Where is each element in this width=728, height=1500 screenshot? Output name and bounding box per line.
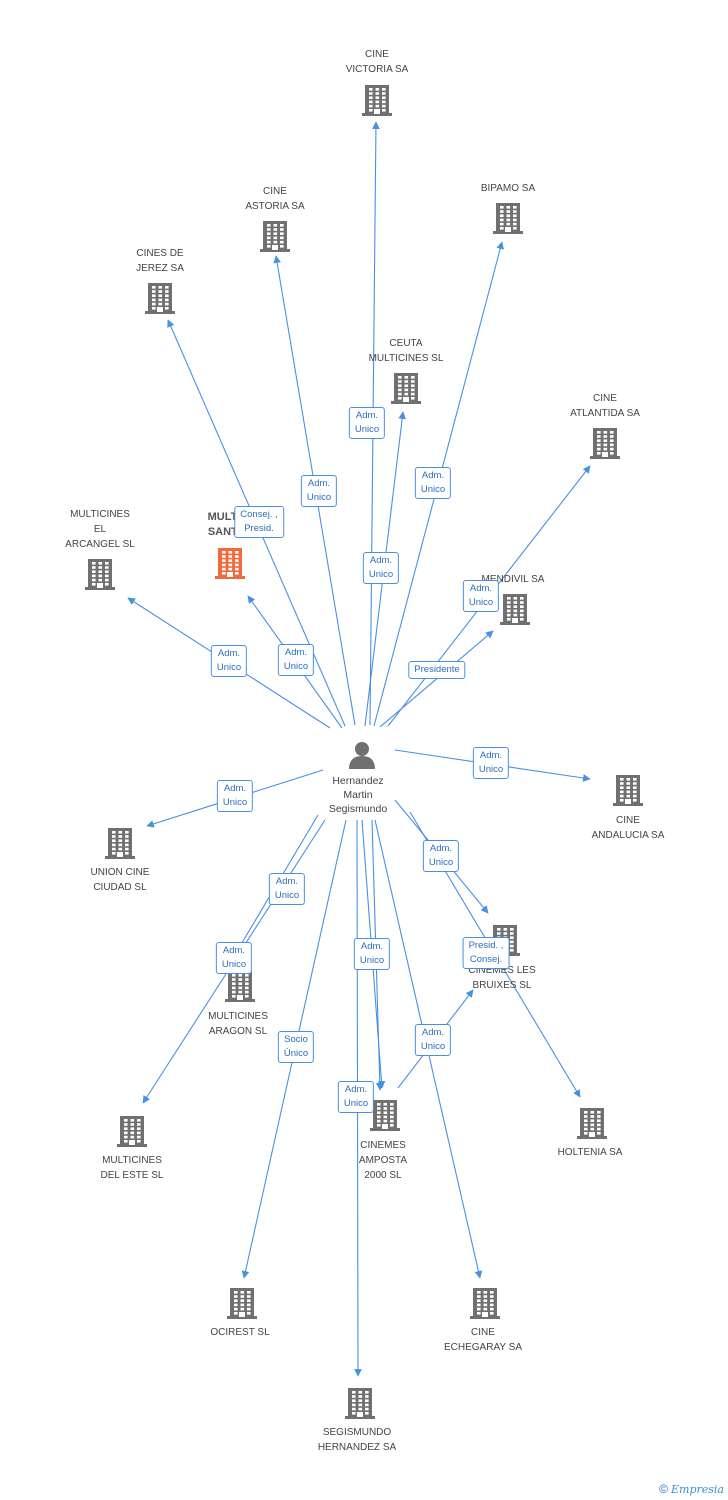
role-label: Adm. Unico	[362, 552, 400, 584]
building-icon[interactable]	[576, 1106, 608, 1145]
building-icon[interactable]	[214, 546, 246, 585]
building-icon[interactable]	[144, 281, 176, 320]
role-label: Socio Único	[277, 1031, 315, 1063]
company-label-cinemes-bruixes[interactable]: CINEMES LES BRUIXES SL	[468, 965, 536, 991]
role-label: Presid. , Consej.	[462, 937, 510, 969]
footer: © Empresia	[659, 1482, 724, 1496]
company-label-multicines-este[interactable]: MULTICINES DEL ESTE SL	[100, 1155, 164, 1181]
company-label-mendivil[interactable]: MENDIVIL SA	[481, 574, 545, 585]
company-label-union-cine[interactable]: UNION CINE CIUDAD SL	[90, 867, 150, 893]
role-label: Adm. Unico	[210, 645, 248, 677]
building-icon[interactable]	[499, 592, 531, 631]
building-icon[interactable]	[104, 826, 136, 865]
company-label-ocirest[interactable]: OCIREST SL	[210, 1327, 270, 1338]
building-icon[interactable]	[361, 83, 393, 122]
role-label: Adm. Unico	[277, 644, 315, 676]
company-label-cine-echegaray[interactable]: CINE ECHEGARAY SA	[444, 1327, 522, 1353]
building-icon[interactable]	[259, 219, 291, 258]
company-label-cines-jerez[interactable]: CINES DE JEREZ SA	[136, 248, 184, 274]
role-label: Adm. Unico	[348, 407, 386, 439]
role-label: Consej. , Presid.	[234, 506, 284, 538]
building-icon[interactable]	[224, 969, 256, 1008]
building-icon[interactable]	[369, 1098, 401, 1137]
role-label: Adm. Unico	[462, 580, 500, 612]
role-label: Adm. Unico	[353, 938, 391, 970]
role-label: Adm. Unico	[422, 840, 460, 872]
company-label-holtenia[interactable]: HOLTENIA SA	[557, 1147, 623, 1158]
company-label-ceuta-multicines[interactable]: CEUTA MULTICINES SL	[368, 338, 444, 364]
edge-line-8	[379, 630, 494, 728]
building-icon[interactable]	[226, 1286, 258, 1325]
role-label: Adm. Unico	[300, 475, 338, 507]
role-label: Presidente	[408, 661, 466, 679]
role-label: Adm. Unico	[414, 1024, 452, 1056]
company-label-cine-atlantida[interactable]: CINE ATLANTIDA SA	[570, 393, 640, 419]
company-label-cine-andalucia[interactable]: CINE ANDALUCIA SA	[591, 815, 665, 841]
company-label-bipamo[interactable]: BIPAMO SA	[480, 183, 536, 194]
building-icon[interactable]	[116, 1114, 148, 1153]
role-label: Adm. Unico	[268, 873, 306, 905]
person-name-label[interactable]: Hernandez Martin Segismundo	[328, 775, 388, 815]
company-label-cine-victoria[interactable]: CINE VICTORIA SA	[345, 49, 409, 75]
building-icon[interactable]	[390, 371, 422, 410]
company-label-multicines-aragon[interactable]: MULTICINES ARAGON SL	[208, 1011, 268, 1037]
company-label-cine-astoria[interactable]: CINE ASTORIA SA	[245, 186, 305, 212]
person-icon[interactable]	[347, 740, 377, 775]
building-icon[interactable]	[492, 201, 524, 240]
role-label: Adm. Unico	[414, 467, 452, 499]
building-icon[interactable]	[344, 1386, 376, 1425]
role-label: Adm. Unico	[337, 1081, 375, 1113]
building-icon[interactable]	[469, 1286, 501, 1325]
company-label-segismundo-hernandez[interactable]: SEGISMUNDO HERNANDEZ SA	[317, 1427, 397, 1453]
role-label: Adm. Unico	[215, 942, 253, 974]
brand-logo-text[interactable]: Empresia	[671, 1483, 724, 1496]
building-icon[interactable]	[84, 557, 116, 596]
building-icon[interactable]	[612, 773, 644, 812]
company-label-cinemes-amposta[interactable]: CINEMES AMPOSTA 2000 SL	[358, 1140, 408, 1181]
building-icon[interactable]	[589, 426, 621, 465]
role-label: Adm. Unico	[216, 780, 254, 812]
company-label-multicines-arcangel[interactable]: MULTICINES EL ARCANGEL SL	[65, 509, 135, 550]
role-label: Adm. Unico	[472, 747, 510, 779]
copyright-symbol: ©	[659, 1482, 668, 1496]
